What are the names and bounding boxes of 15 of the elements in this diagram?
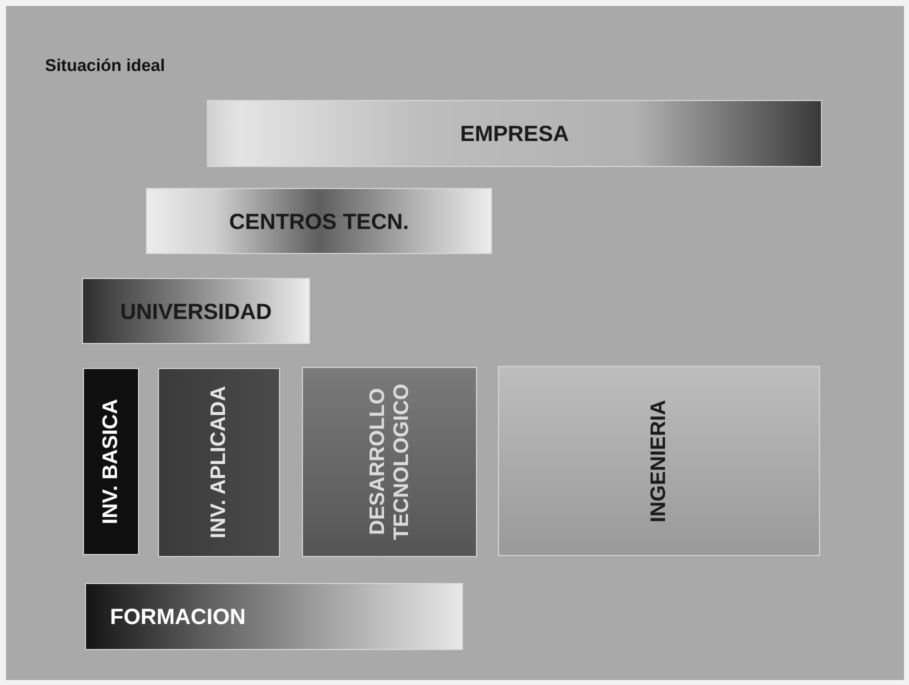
bar-label: INV. APLICADA xyxy=(207,386,231,539)
bar-label: EMPRESA xyxy=(460,120,569,148)
labeled-bar xyxy=(207,100,822,167)
labeled-bar xyxy=(83,368,139,555)
bar-label: DESARROLLO TECNOLOGICO xyxy=(366,382,414,542)
labeled-bar xyxy=(302,367,477,557)
labeled-bar xyxy=(146,188,492,254)
bar-label: CENTROS TECN. xyxy=(229,208,409,236)
labeled-bar xyxy=(158,368,280,557)
labeled-bar xyxy=(498,366,820,556)
bar-label: FORMACION xyxy=(110,603,246,631)
bar-label: INGENIERIA xyxy=(647,400,671,522)
title: Situación ideal xyxy=(45,55,165,77)
bar-label: INV. BASICA xyxy=(99,398,123,524)
labeled-bar xyxy=(85,583,463,650)
